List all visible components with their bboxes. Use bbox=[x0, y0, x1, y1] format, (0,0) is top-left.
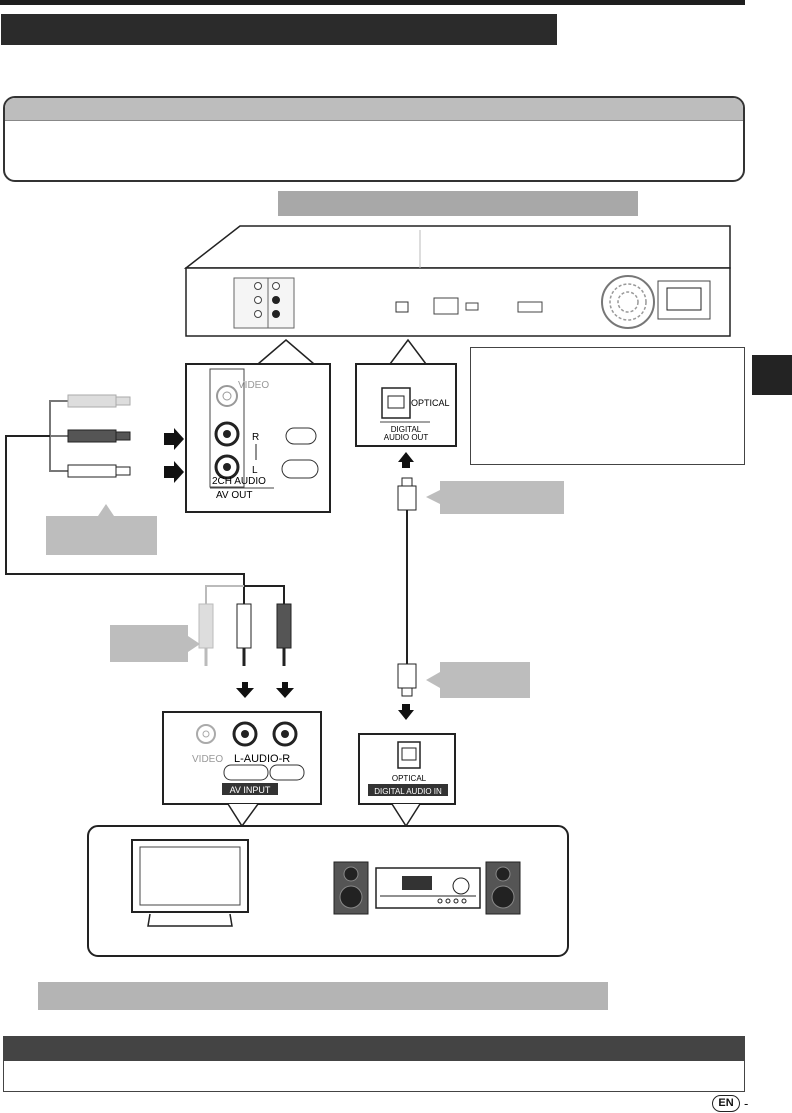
section-header-band bbox=[5, 98, 743, 121]
section-header-box bbox=[3, 96, 745, 182]
optical-cable-callout-pointer bbox=[426, 490, 440, 504]
devices-box bbox=[87, 825, 569, 957]
unused-plug-callout bbox=[110, 625, 188, 662]
digital-audio-out-panel: OPTICAL DIGITAL AUDIO OUT bbox=[355, 363, 457, 447]
arrow-tv-l bbox=[236, 682, 254, 698]
av-cable-callout bbox=[46, 516, 157, 555]
caption-band bbox=[38, 982, 608, 1010]
optical-cable-callout bbox=[440, 481, 564, 514]
optical-in-label: OPTICAL bbox=[392, 774, 427, 783]
av-cable-callout-pointer bbox=[98, 504, 114, 516]
digital-audio-in-panel: OPTICAL DIGITAL AUDIO IN bbox=[358, 733, 456, 805]
av-cable bbox=[5, 394, 292, 666]
note-box-band bbox=[4, 1037, 744, 1061]
jack-av-out-label: AV OUT bbox=[216, 490, 252, 501]
unused-plug-callout-pointer bbox=[188, 636, 200, 652]
arrow-l-jack bbox=[164, 461, 184, 483]
optical-out-label: OPTICAL bbox=[411, 398, 450, 408]
arrow-r-jack bbox=[164, 428, 184, 450]
page-title-bar bbox=[1, 14, 557, 45]
av-input-label: AV INPUT bbox=[230, 785, 271, 795]
player-unit bbox=[183, 225, 731, 337]
language-badge: EN bbox=[712, 1095, 740, 1112]
digital-audio-in-label: DIGITAL AUDIO IN bbox=[374, 787, 442, 796]
jack-l-label: L bbox=[252, 465, 258, 476]
tv-l-audio-r-label: L-AUDIO-R bbox=[234, 753, 290, 765]
optical-plug-callout bbox=[440, 662, 530, 698]
arrow-tv-r bbox=[276, 682, 294, 698]
page-number-dash: - bbox=[744, 1096, 749, 1111]
tv-video-label: VIDEO bbox=[192, 754, 223, 765]
optical-cable bbox=[397, 452, 417, 720]
digital-audio-out-label-2: AUDIO OUT bbox=[384, 433, 429, 442]
av-input-panel: VIDEO L-AUDIO-R AV INPUT bbox=[162, 711, 322, 805]
info-box bbox=[470, 347, 745, 465]
jack-2ch-label: 2CH AUDIO bbox=[212, 476, 266, 487]
optical-plug-callout-pointer bbox=[426, 672, 440, 688]
top-rule bbox=[0, 0, 745, 5]
chapter-side-tab bbox=[752, 355, 792, 395]
jack-video-label: VIDEO bbox=[238, 380, 269, 391]
player-label-band bbox=[278, 191, 638, 216]
note-box bbox=[3, 1036, 745, 1092]
av-out-panel: VIDEO R L 2CH AUDIO AV OUT bbox=[185, 363, 331, 513]
digital-audio-out-label-1: DIGITAL bbox=[391, 425, 422, 434]
jack-r-label: R bbox=[252, 432, 259, 443]
